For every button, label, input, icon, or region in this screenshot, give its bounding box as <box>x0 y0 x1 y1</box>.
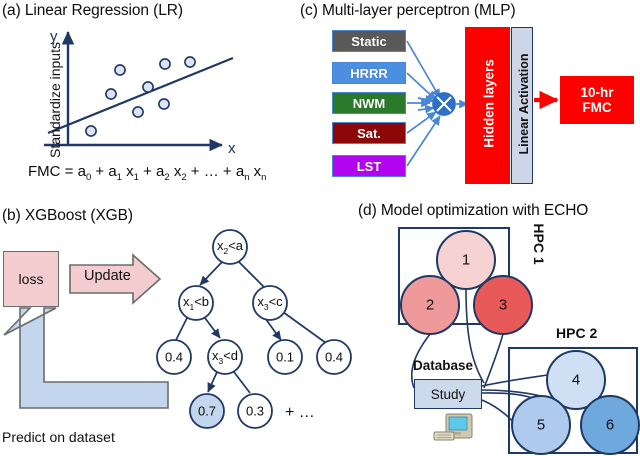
hidden-layers-block: Hidden layers <box>465 27 510 184</box>
database-label: Database <box>413 358 474 373</box>
panel-b-title: (b) XGBoost (XGB) <box>2 207 133 224</box>
scatter-point <box>105 88 117 100</box>
linear-activation-label: Linear Activation <box>517 53 531 155</box>
loss-label: loss <box>18 271 44 287</box>
eq-t6: x <box>249 163 262 180</box>
scatter-point <box>132 106 144 118</box>
scatter-point <box>114 64 126 76</box>
panel-a-plot <box>44 31 234 152</box>
linear-activation-block: Linear Activation <box>511 27 533 184</box>
lr-equation: FMC = a0 + a1 x1 + a2 x2 + … + an xn <box>28 163 266 183</box>
tree-node <box>207 339 243 375</box>
desktop-computer-icon <box>433 413 473 441</box>
scatter-point <box>184 56 196 68</box>
standardize-inputs-label: Standardize inputs <box>47 42 63 158</box>
predict-feedback-arrow <box>3 307 169 409</box>
eq-t4: x <box>169 163 182 180</box>
update-label: Update <box>84 268 131 284</box>
eq-sub2: 2 <box>164 172 170 183</box>
panel-d-title: (d) Model optimization with ECHO <box>358 202 589 219</box>
study-label: Study <box>430 386 466 402</box>
scatter-point <box>158 98 170 110</box>
eq-subn: n <box>244 172 250 183</box>
input-box-hrrr[interactable]: HRRR <box>332 62 406 84</box>
plus-more-label: + … <box>285 404 315 421</box>
loss-box: loss <box>3 251 59 307</box>
tree-leaf-selected <box>189 393 225 429</box>
tree-leaf <box>316 339 352 375</box>
output-line-1: 10-hr <box>580 84 614 100</box>
scatter-point <box>85 125 97 137</box>
eq-sub1b: 1 <box>133 172 139 183</box>
tree-node <box>178 285 214 321</box>
hpc2-label: HPC 2 <box>556 325 598 341</box>
tree-node <box>212 229 248 265</box>
scatter-points <box>85 56 196 137</box>
output-block-fmc: 10-hr FMC <box>560 76 634 124</box>
tree-leaf <box>267 339 303 375</box>
worker-circles <box>400 230 640 455</box>
hpc1-label: HPC 1 <box>531 223 547 265</box>
panel-c-title: (c) Multi-layer perceptron (MLP) <box>300 2 516 19</box>
tree-leaf <box>237 393 273 429</box>
study-box[interactable]: Study <box>414 379 482 409</box>
eq-subnb: n <box>261 172 267 183</box>
panel-d-diagram <box>398 227 640 455</box>
worker-circle <box>580 395 640 455</box>
eq-t5: + … + a <box>186 163 245 180</box>
y-axis-label: y <box>50 28 58 45</box>
output-line-2: FMC <box>582 100 612 115</box>
eq-t1: + a <box>91 163 117 180</box>
input-box-static[interactable]: Static <box>332 30 406 52</box>
worker-circle <box>400 275 460 335</box>
regression-line <box>47 56 234 135</box>
eq-sub1: 1 <box>116 172 122 183</box>
eq-t2: x <box>121 163 134 180</box>
input-box-nwm[interactable]: NWM <box>332 92 406 114</box>
scatter-point <box>142 81 154 93</box>
panel-c-connectors <box>406 40 469 167</box>
input-box-sat[interactable]: Sat. <box>332 122 406 144</box>
x-axis-label: x <box>228 140 236 157</box>
eq-sub2b: 2 <box>181 172 187 183</box>
tree-node <box>252 285 288 321</box>
eq-lhs: FMC = a <box>28 163 86 180</box>
worker-circle <box>511 395 571 455</box>
input-box-lst[interactable]: LST <box>332 155 406 177</box>
scatter-point <box>159 58 171 70</box>
tree-leaf <box>156 339 192 375</box>
worker-circle <box>436 230 496 290</box>
predict-on-dataset-label: Predict on dataset <box>2 429 115 445</box>
worker-circle <box>546 350 606 410</box>
hpc2-box <box>508 347 638 454</box>
xgb-tree <box>156 229 352 429</box>
hidden-layers-label: Hidden layers <box>481 59 497 148</box>
update-arrow <box>69 253 162 305</box>
panel-a-title: (a) Linear Regression (LR) <box>2 2 183 19</box>
eq-sub0: 0 <box>85 172 92 183</box>
worker-circle <box>473 275 533 335</box>
eq-t3: + a <box>138 163 165 180</box>
